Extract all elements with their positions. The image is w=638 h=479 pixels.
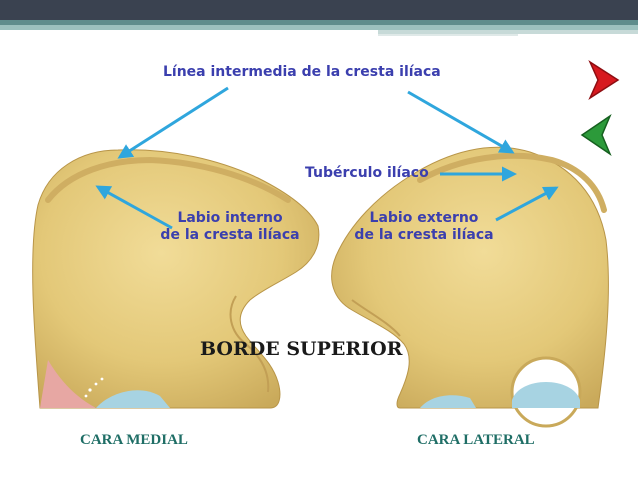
label-linea-intermedia: Línea intermedia de la cresta ilíaca xyxy=(163,64,441,80)
label-labio-interno: Labio interno de la cresta ilíaca xyxy=(150,210,310,244)
arrow-labio-externo xyxy=(495,186,559,222)
label-labio-interno-line2: de la cresta ilíaca xyxy=(160,227,300,243)
arrow-labio-interno xyxy=(95,185,173,230)
label-labio-externo-line2: de la cresta ilíaca xyxy=(354,227,494,243)
chevron-left-icon xyxy=(580,114,612,156)
label-labio-interno-line1: Labio interno xyxy=(177,210,283,226)
lateral-ilium-bone xyxy=(331,146,609,428)
header-light-teal-band xyxy=(0,25,638,30)
label-labio-externo-line1: Labio externo xyxy=(369,210,479,226)
annotation-arrows xyxy=(95,86,559,230)
arrow-linea-intermedia-right xyxy=(407,90,515,154)
label-tuberculo-iliaco: Tubérculo ilíaco xyxy=(305,165,429,181)
medial-ilium-bone xyxy=(32,149,320,409)
next-slide-button[interactable] xyxy=(586,60,622,100)
heading-borde-superior: BORDE SUPERIOR xyxy=(200,338,403,360)
label-labio-externo: Labio externo de la cresta ilíaca xyxy=(344,210,504,244)
header-teal-band xyxy=(0,20,638,25)
arrow-linea-intermedia-left xyxy=(117,86,229,159)
header-dark-band xyxy=(0,0,638,20)
slide-header-bar xyxy=(0,0,638,36)
chevron-right-icon xyxy=(588,60,620,100)
caption-cara-lateral: CARA LATERAL xyxy=(417,432,535,448)
caption-cara-medial: CARA MEDIAL xyxy=(80,432,188,448)
header-accent-stripe-small xyxy=(378,34,518,36)
header-accent-stripe xyxy=(378,30,638,34)
previous-slide-button[interactable] xyxy=(578,114,614,156)
